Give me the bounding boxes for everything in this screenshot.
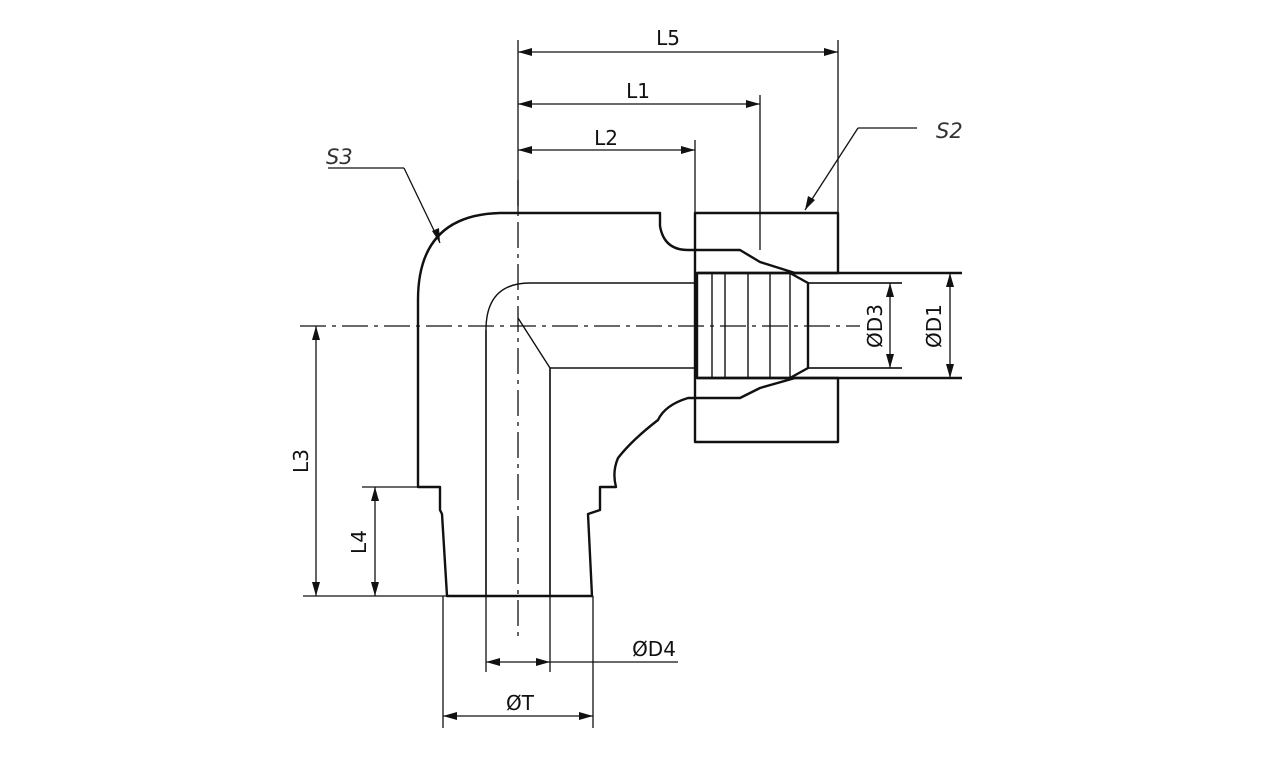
label-l4: L4 [347,530,371,554]
label-l5: L5 [656,26,680,50]
leader-s2: S2 [804,119,963,211]
dimension-d4: ØD4 [486,637,678,666]
label-t: ØT [506,691,535,715]
nut-section-bottom [693,376,840,444]
label-d3: ØD3 [863,304,887,348]
dimension-l2: L2 [518,126,695,154]
label-l3: L3 [289,449,313,473]
body-section-outer [416,211,697,598]
dimension-l1: L1 [518,79,760,108]
label-s2: S2 [936,119,963,143]
leader-s3: S3 [326,145,441,244]
dimension-l3: L3 [289,326,320,596]
label-l2: L2 [594,126,618,150]
label-d1: ØD1 [922,304,946,348]
dimension-l4: L4 [347,487,379,596]
nut-section-top [693,211,840,275]
dimension-t: ØT [443,691,593,720]
dimension-d3: ØD3 [863,283,894,368]
label-d4: ØD4 [632,637,676,661]
label-s3: S3 [326,145,353,169]
dimension-d1: ØD1 [922,273,954,378]
label-l1: L1 [626,79,650,103]
dimension-l5: L5 [518,26,838,56]
fitting-body [416,211,697,598]
union-nut [693,211,962,444]
